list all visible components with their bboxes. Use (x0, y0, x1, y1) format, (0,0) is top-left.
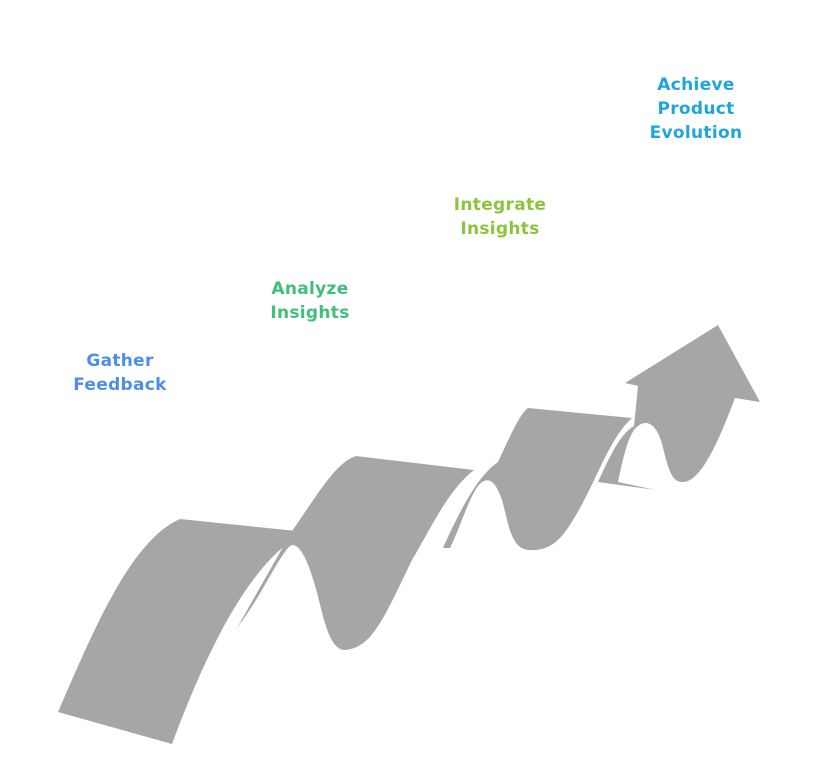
step-label-line: Gather (86, 351, 154, 371)
step-label-line: Integrate (453, 195, 547, 215)
step-label-integrate-insights: Integrate Insights (432, 193, 568, 241)
step-label-line: Feedback (73, 375, 167, 395)
ribbon-segment-4-arrowhead (598, 325, 760, 490)
step-label-line: Insights (460, 219, 540, 239)
step-label-gather-feedback: Gather Feedback (52, 349, 188, 397)
step-label-line: Product (657, 99, 735, 119)
ribbon-segment-3 (443, 408, 632, 551)
step-label-line: Achieve (657, 75, 735, 95)
step-label-line: Insights (270, 303, 350, 323)
step-label-achieve-product-evolution: Achieve Product Evolution (618, 73, 774, 145)
ribbon-segment-1 (58, 519, 306, 744)
step-label-line: Analyze (271, 279, 349, 299)
step-label-analyze-insights: Analyze Insights (242, 277, 378, 325)
step-label-line: Evolution (649, 123, 743, 143)
ribbon-segment-2 (237, 456, 474, 650)
